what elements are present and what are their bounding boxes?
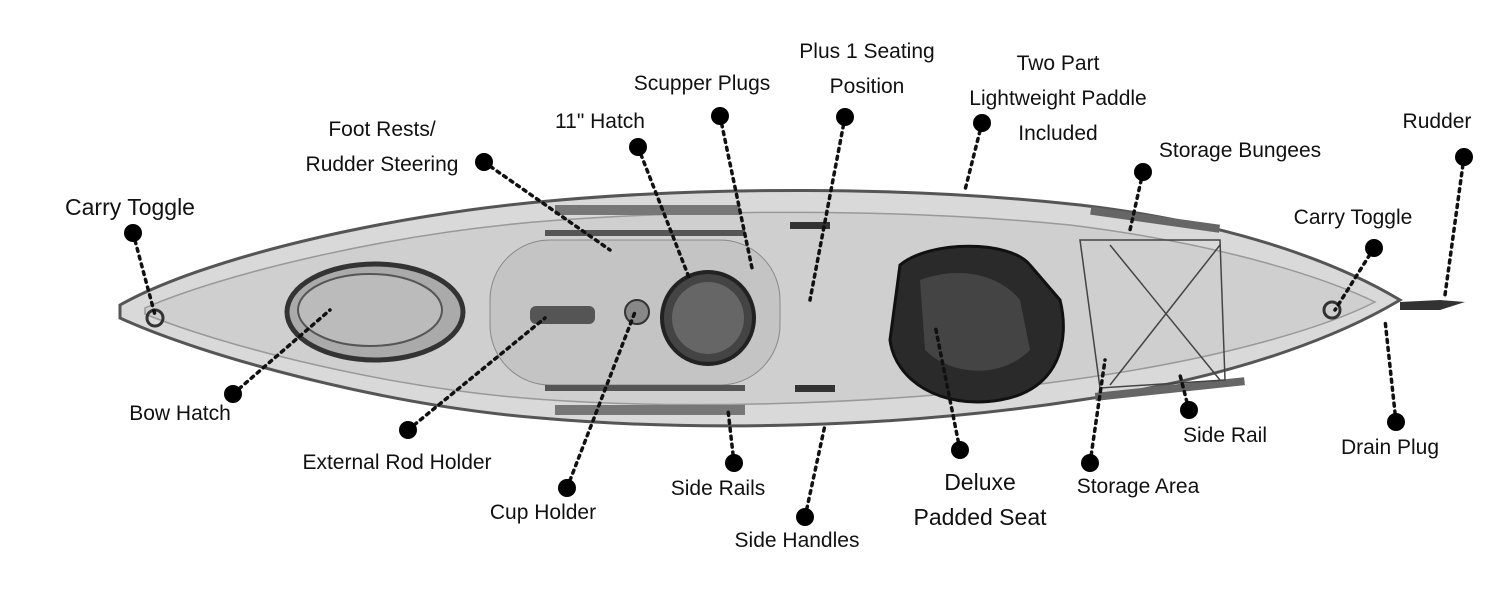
label-line: Lightweight Paddle (969, 87, 1147, 110)
label-line: Foot Rests/ (328, 118, 436, 141)
label-rudder: Rudder (1402, 110, 1472, 133)
label-storage-area: Storage Area (1076, 475, 1200, 498)
label-line: Rudder Steering (305, 153, 459, 176)
label-storage-bungees: Storage Bungees (1158, 139, 1322, 162)
label-carry-toggle-bow: Carry Toggle (65, 194, 195, 220)
label-line: Two Part (1016, 52, 1100, 75)
label-bow-hatch: Bow Hatch (129, 402, 231, 425)
label-foot-rests: Foot Rests/ Rudder Steering (306, 112, 459, 182)
label-line: Deluxe (944, 469, 1016, 495)
label-line: Padded Seat (913, 504, 1047, 530)
callout-dots (124, 107, 1473, 526)
label-line: Plus 1 Seating (799, 40, 935, 63)
label-deluxe-padded-seat: Deluxe Padded Seat (913, 465, 1046, 535)
label-side-rail: Side Rail (1182, 424, 1268, 447)
label-side-rails: Side Rails (670, 477, 766, 500)
label-paddle: Two Part Lightweight Paddle Included (969, 46, 1146, 151)
kayak-illustration (118, 188, 1465, 428)
label-line: Included (1018, 122, 1098, 145)
label-side-handles: Side Handles (734, 529, 860, 552)
label-drain-plug: Drain Plug (1340, 436, 1440, 459)
label-plus-one-seating: Plus 1 Seating Position (799, 34, 934, 104)
label-11-hatch: 11" Hatch (555, 110, 645, 133)
label-scupper-plugs: Scupper Plugs (633, 72, 771, 95)
leader-lines (131, 114, 1466, 519)
label-carry-toggle-stern: Carry Toggle (1293, 206, 1413, 229)
label-line: Position (829, 75, 905, 98)
label-external-rod-holder: External Rod Holder (302, 451, 492, 474)
label-cup-holder: Cup Holder (489, 501, 597, 524)
